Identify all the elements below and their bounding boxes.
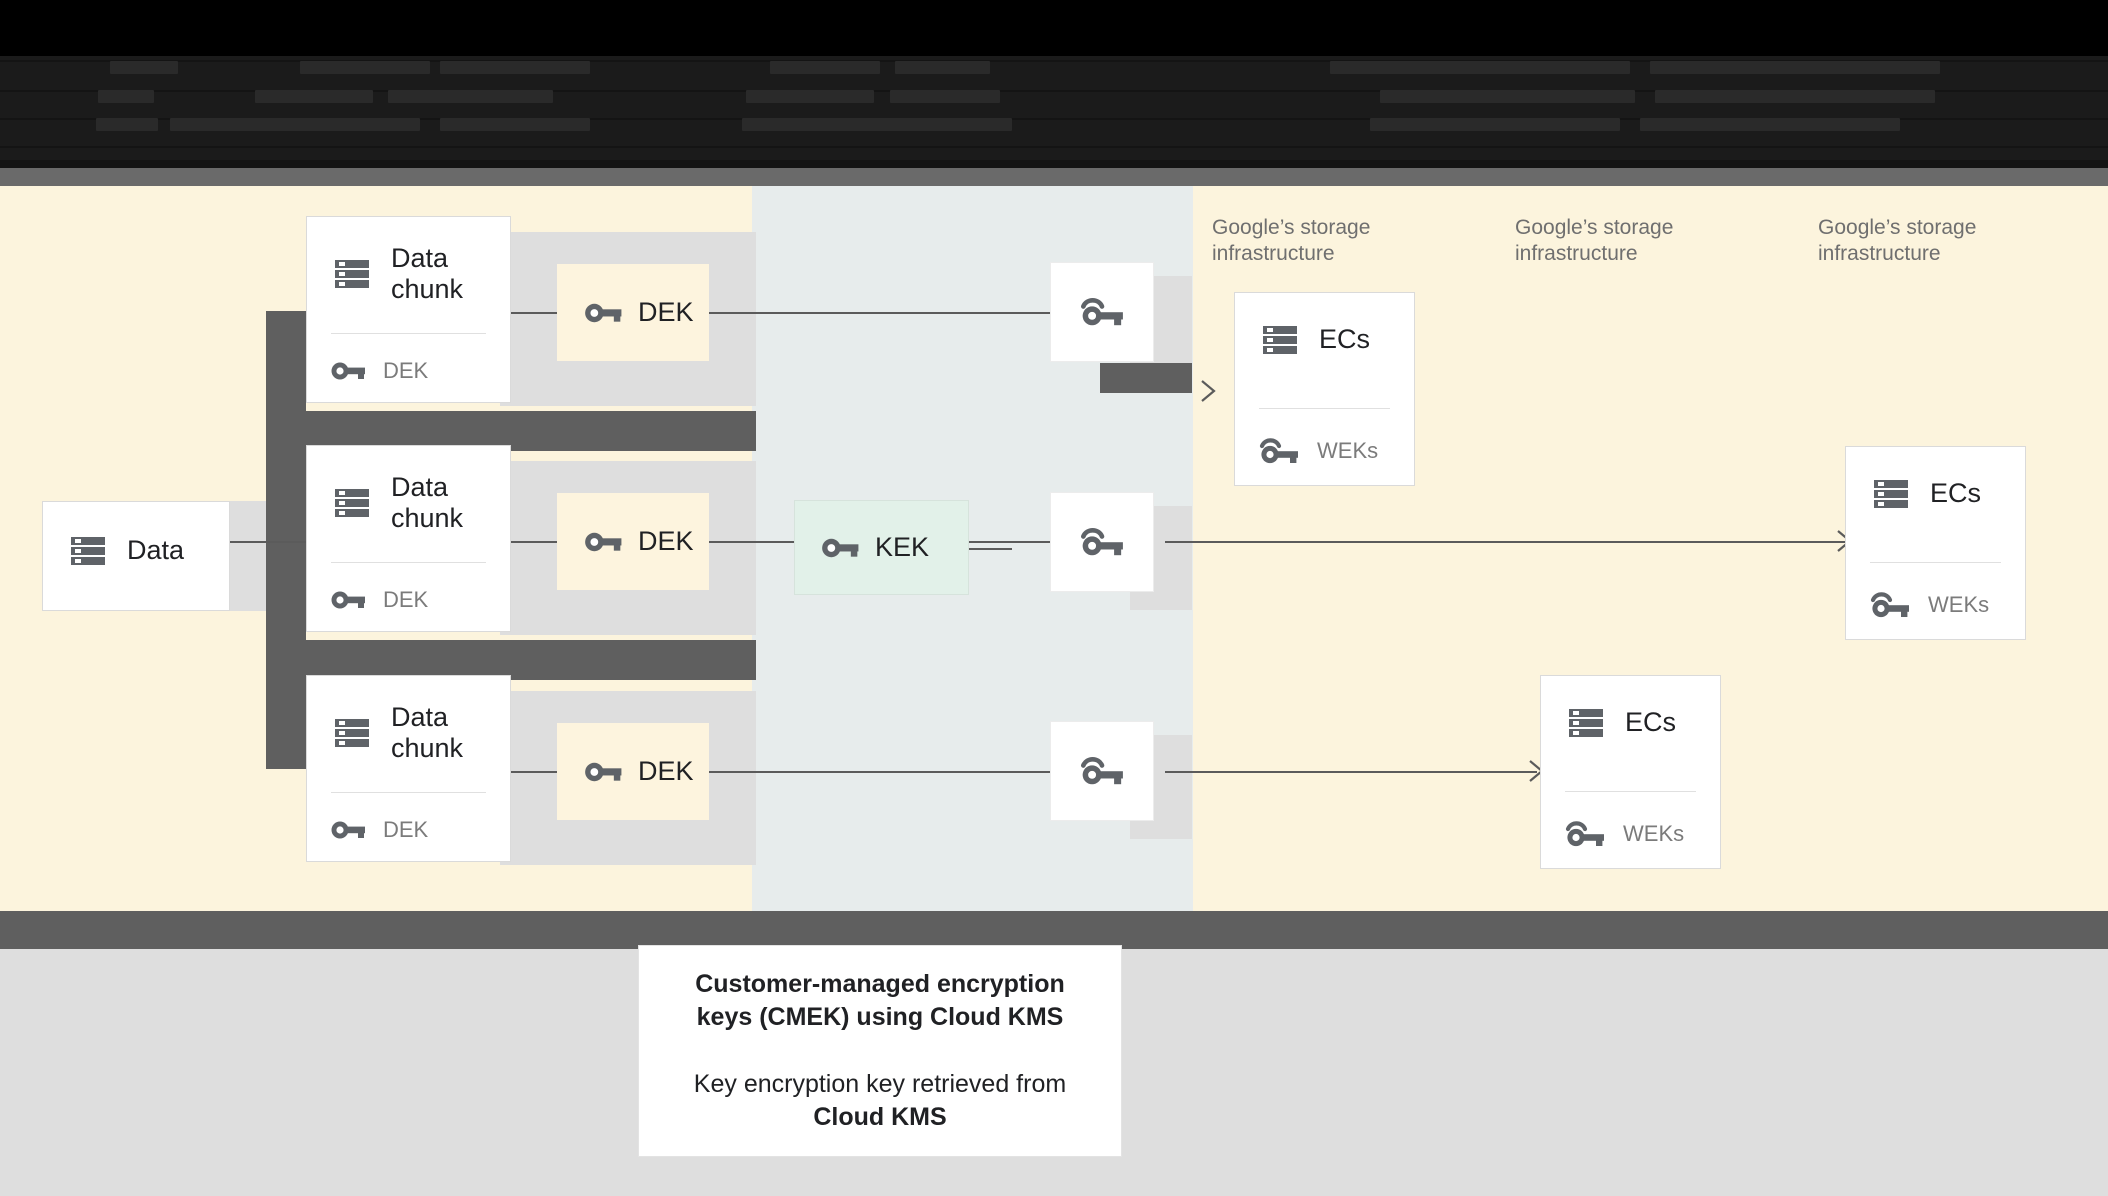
card-divider	[331, 333, 486, 334]
card-key-label: DEK	[383, 587, 429, 612]
wrapped-key-icon	[1870, 590, 1910, 620]
chip-wrapped-key-2[interactable]	[1050, 492, 1154, 592]
card-title: ECs	[1319, 324, 1371, 355]
server-icon	[1870, 473, 1912, 515]
card-data-chunk-1[interactable]: Data chunk DEK	[306, 216, 511, 403]
card-key-label: WEKs	[1623, 821, 1685, 846]
card-ecs-3[interactable]: ECs WEKs	[1845, 446, 2026, 640]
chip-dek-3[interactable]: DEK	[557, 723, 709, 820]
chip-label: KEK	[875, 532, 930, 562]
caption-line-2-prefix: Key encryption key retrieved from	[693, 1070, 1067, 1098]
wire-dek3-out	[709, 771, 1055, 773]
key-icon	[584, 300, 622, 326]
card-key-row: DEK	[331, 817, 428, 843]
chip-wrapped-key-1[interactable]	[1050, 262, 1154, 362]
chip-dek-2[interactable]: DEK	[557, 493, 709, 590]
card-key-label: WEKs	[1317, 438, 1379, 463]
storage-label-3: Google’s storage infrastructure	[1818, 216, 1977, 266]
wire-kek-out	[968, 548, 1012, 550]
card-title: Data chunk	[391, 702, 464, 764]
header-grey-strip	[0, 168, 2108, 186]
wrapped-key-icon	[1565, 819, 1605, 849]
key-icon	[331, 818, 365, 842]
bottom-dark-band	[0, 911, 2108, 949]
card-key-row: WEKs	[1259, 436, 1378, 466]
server-icon	[331, 482, 373, 524]
wrapped-key-icon	[1080, 525, 1124, 559]
card-title: Data	[127, 535, 185, 566]
card-key-row: WEKs	[1565, 819, 1684, 849]
card-key-label: WEKs	[1928, 592, 1990, 617]
wire-wrapkey2-to-ecs-right	[1165, 541, 1845, 543]
card-key-row: WEKs	[1870, 590, 1989, 620]
wrapped-key-icon	[1080, 295, 1124, 329]
card-key-label: DEK	[383, 817, 429, 842]
bracket-branch-2	[266, 640, 756, 680]
chip-label: DEK	[638, 297, 694, 327]
bracket-branch-3	[1100, 363, 1192, 393]
chip-label: DEK	[638, 526, 694, 556]
caption-line-2: Key encryption key retrieved from Cloud …	[670, 1068, 1090, 1134]
chip-label: DEK	[638, 756, 694, 786]
header-obscured-text-region	[0, 56, 2108, 168]
wire-wrapkey3-to-ecs-mid	[1165, 771, 1537, 773]
key-icon	[821, 535, 859, 561]
wrapped-key-icon	[1080, 754, 1124, 788]
card-data-chunk-3[interactable]: Data chunk DEK	[306, 675, 511, 862]
card-divider	[1565, 791, 1696, 792]
storage-label-2: Google’s storage infrastructure	[1515, 216, 1674, 266]
key-icon	[584, 529, 622, 555]
card-key-row: DEK	[331, 587, 428, 613]
card-title: ECs	[1930, 478, 1982, 509]
card-key-label: DEK	[383, 358, 429, 383]
chip-wrapped-key-3[interactable]	[1050, 721, 1154, 821]
card-title: Data chunk	[391, 472, 464, 534]
chip-kek[interactable]: KEK	[794, 500, 969, 595]
wrapped-key-icon	[1259, 436, 1299, 466]
card-ecs-2[interactable]: ECs WEKs	[1540, 675, 1721, 869]
server-icon	[331, 253, 373, 295]
wire-dek1-out	[709, 312, 1055, 314]
card-divider	[331, 562, 486, 563]
wire-source-to-chunks	[230, 541, 308, 543]
card-data-chunk-2[interactable]: Data chunk DEK	[306, 445, 511, 632]
chip-dek-1[interactable]: DEK	[557, 264, 709, 361]
card-divider	[1870, 562, 2001, 563]
bracket-branch-1	[266, 411, 756, 451]
storage-label-1: Google’s storage infrastructure	[1212, 216, 1371, 266]
key-icon	[331, 359, 365, 383]
card-title: ECs	[1625, 707, 1677, 738]
card-data-source[interactable]: Data	[42, 501, 230, 611]
server-icon	[67, 530, 109, 572]
header-divider	[0, 160, 2108, 168]
card-ecs-1[interactable]: ECs WEKs	[1234, 292, 1415, 486]
server-icon	[1565, 702, 1607, 744]
key-icon	[584, 759, 622, 785]
card-divider	[1259, 408, 1390, 409]
server-icon	[1259, 319, 1301, 361]
caption-box: Customer-managed encryption keys (CMEK) …	[638, 945, 1122, 1157]
card-key-row: DEK	[331, 358, 428, 384]
key-icon	[331, 588, 365, 612]
wire-chunk1-to-dek1	[509, 312, 557, 314]
wire-chunk3-to-dek3	[509, 771, 557, 773]
card-divider	[331, 792, 486, 793]
caption-line-2-bold: Cloud KMS	[813, 1103, 947, 1131]
wire-chunk2-to-dek2	[509, 541, 557, 543]
card-title: Data chunk	[391, 243, 464, 305]
bracket-trunk	[266, 311, 306, 769]
server-icon	[331, 712, 373, 754]
caption-line-1: Customer-managed encryption keys (CMEK) …	[695, 970, 1065, 1031]
